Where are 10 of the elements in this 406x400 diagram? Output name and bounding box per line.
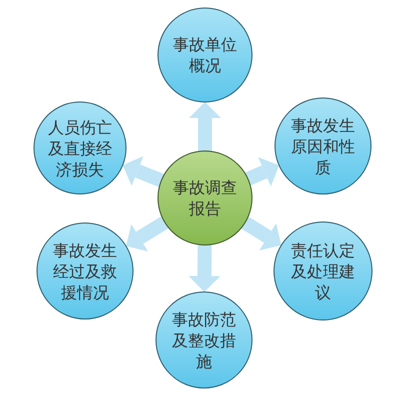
- topic-label: 事故发生原因和性质: [290, 114, 356, 178]
- topic-label: 人员伤亡及直接经济损失: [47, 116, 113, 180]
- arrow: [188, 244, 220, 292]
- hub-label: 事故调查报告: [172, 177, 238, 219]
- topic-label: 责任认定及处理建议: [290, 240, 356, 302]
- topic-label: 事故发生经过及救援情况: [52, 240, 118, 302]
- topic-label: 事故防范及整改措施: [171, 308, 237, 372]
- arrow: [120, 156, 164, 187]
- topic-label: 事故单位概况: [172, 34, 238, 76]
- arrow: [189, 102, 221, 151]
